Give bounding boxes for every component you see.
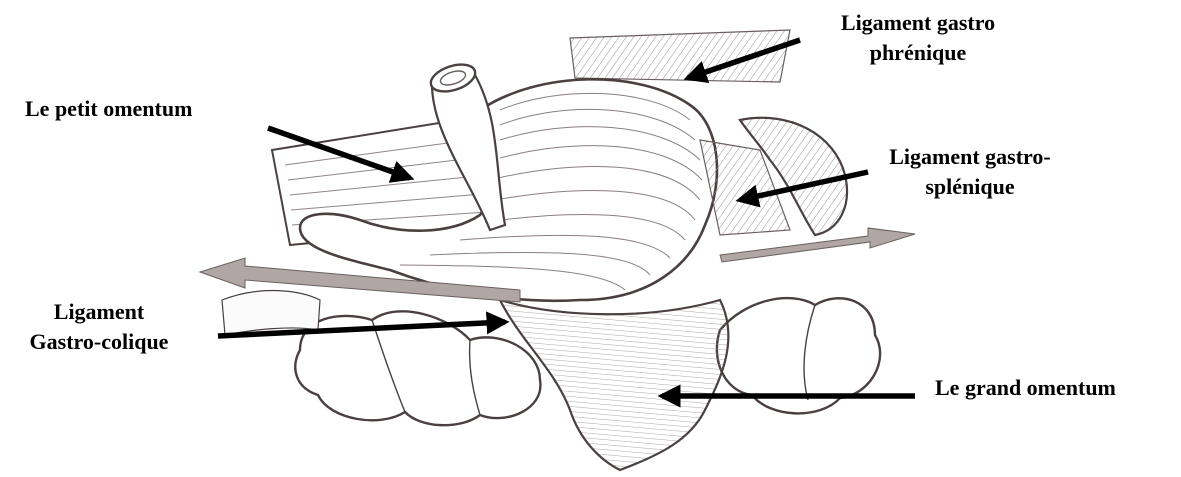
label-grand-omentum: Le grand omentum <box>935 373 1116 403</box>
label-ligament-gastro-splenique: Ligament gastro- splénique <box>880 142 1060 202</box>
label-ligament-gastro-colique: Ligament Gastro-colique <box>14 297 184 357</box>
label-petit-omentum: Le petit omentum <box>25 94 192 124</box>
label-ligament-gastro-phrenique: Ligament gastro phrénique <box>833 8 1003 68</box>
